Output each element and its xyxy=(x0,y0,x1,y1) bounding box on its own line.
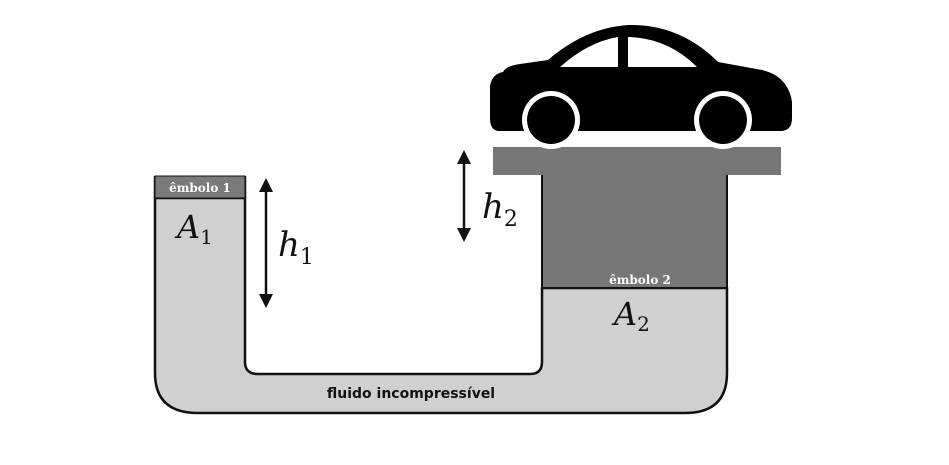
h2-label: h2 xyxy=(482,187,518,232)
area-1-label: A1 xyxy=(174,208,213,249)
car xyxy=(490,24,792,149)
piston-1 xyxy=(154,175,246,199)
h2-arrow xyxy=(457,150,471,242)
piston-2-label: êmbolo 2 xyxy=(609,273,671,287)
piston-1-label: êmbolo 1 xyxy=(169,181,231,195)
piston-2 xyxy=(541,171,728,289)
area-2-label: A2 xyxy=(611,295,650,336)
platform xyxy=(493,147,781,175)
fluid-label: fluido incompressível xyxy=(327,386,495,402)
car-window-front xyxy=(628,37,697,67)
car-window-rear xyxy=(560,37,618,67)
h1-arrow xyxy=(259,178,273,308)
car-tire-front xyxy=(699,96,747,144)
car-tire-rear xyxy=(527,96,575,144)
h1-label: h1 xyxy=(278,225,314,270)
